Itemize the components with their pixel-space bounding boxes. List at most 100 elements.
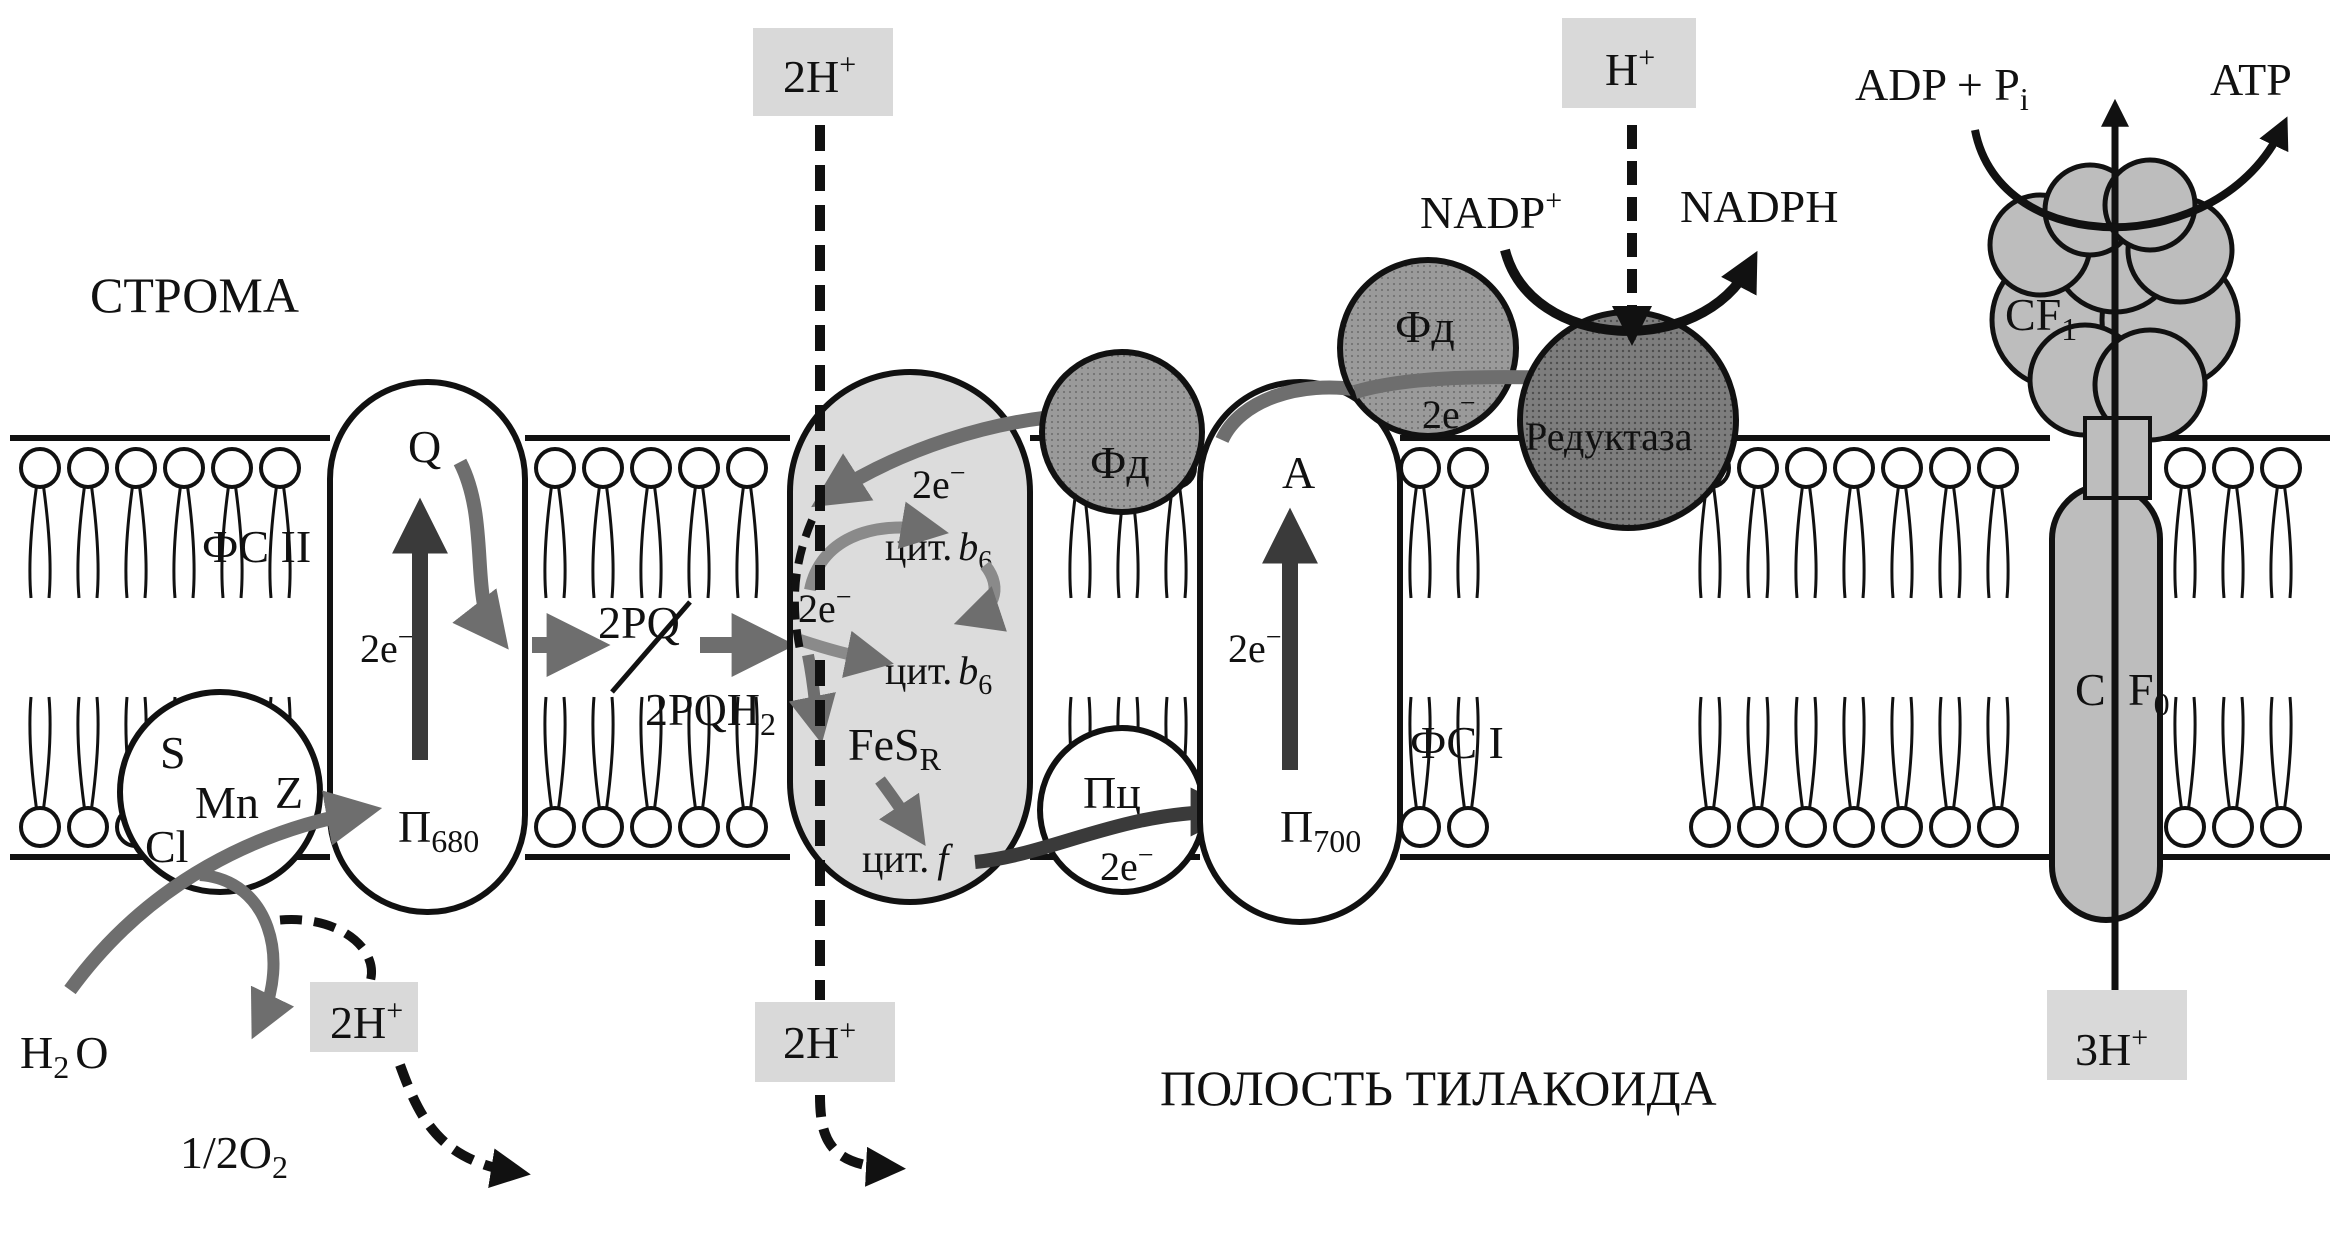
- lipid-tail: [1794, 486, 1804, 599]
- lipid-tail: [268, 486, 278, 599]
- reductase-label: Редуктаза: [1525, 414, 1693, 459]
- lipid-tail: [28, 696, 38, 809]
- oec-mn-label: Mn: [195, 777, 259, 828]
- lipid-tail: [220, 486, 230, 599]
- cyt-cycle-lower-arrow: [798, 630, 894, 678]
- lipid-tail: [701, 486, 711, 599]
- proton-lumen-cyt-label: 2H+: [783, 1014, 856, 1068]
- lipid-tail: [1746, 696, 1756, 809]
- cyt-proton-dash-curve: [790, 518, 816, 651]
- lipid-tail: [735, 486, 745, 599]
- psii-proton-release-arrow: [395, 1063, 531, 1188]
- psi-electrons-label: 2e−: [1228, 622, 1282, 671]
- cf0-c-label: C: [2075, 664, 2106, 715]
- lipid-head: [1833, 806, 1875, 848]
- lipid-tail: [2269, 696, 2279, 809]
- lipid-head: [1881, 447, 1923, 489]
- lipid-head: [19, 447, 61, 489]
- lipid-tail: [591, 486, 601, 599]
- lipid-tail: [2235, 486, 2245, 599]
- psii-label: ФС II: [202, 521, 311, 572]
- lipid-tail: [639, 486, 649, 599]
- lipid-head: [630, 447, 672, 489]
- lipid-head: [1833, 447, 1875, 489]
- lipid-tail: [2283, 696, 2293, 809]
- fes-label: FeSR: [848, 719, 942, 777]
- lipid-tail: [1178, 486, 1188, 599]
- fd-electrons-label: 2e−: [1422, 388, 1476, 437]
- lipid-head: [19, 806, 61, 848]
- atp-synthase: CF1 C F0: [1987, 98, 2241, 995]
- pqh2-label: 2PQH2: [645, 684, 776, 742]
- proton-box-lumen-cyt: [755, 1002, 895, 1082]
- lipid-tail: [2283, 486, 2293, 599]
- nadp-in-label: NADP+: [1420, 184, 1562, 238]
- lipid-tail: [1794, 696, 1804, 809]
- lipid-tail: [2173, 696, 2183, 809]
- lipid-head: [534, 806, 576, 848]
- lipid-head: [2260, 806, 2302, 848]
- cytochrome-b6f-complex: 2e− цит.b6 2e− цит.b6 FeSR цит.f: [787, 369, 1076, 905]
- lipid-tail: [1856, 696, 1866, 809]
- lipid-tail: [1904, 696, 1914, 809]
- psi-a-label: A: [1282, 447, 1315, 498]
- lipid-tail: [1068, 486, 1078, 599]
- lipid-head: [630, 806, 672, 848]
- atp-label: ATP: [2210, 54, 2292, 105]
- fes-to-cytf-arrow: [875, 776, 926, 846]
- lipid-tail: [1712, 696, 1722, 809]
- nadp-reductase: Редуктаза: [1517, 309, 1739, 531]
- lipid-tail: [172, 486, 182, 599]
- pq-label: 2PQ: [598, 597, 680, 648]
- lipid-tail: [2187, 696, 2197, 809]
- cytf-to-p700-arrow: [974, 787, 1240, 869]
- lipid-tail: [42, 486, 52, 599]
- lipid-tail: [1856, 486, 1866, 599]
- lipid-tail: [234, 486, 244, 599]
- lipid-head: [678, 806, 720, 848]
- lipid-tail: [90, 486, 100, 599]
- lipid-tail: [605, 486, 615, 599]
- photosystem-i: A П700 2e− ФС I: [1197, 379, 1504, 925]
- lipid-tail: [639, 696, 649, 809]
- lipid-tail: [1842, 696, 1852, 809]
- lipid-tail: [591, 696, 601, 809]
- lipid-tail: [138, 486, 148, 599]
- lipid-tail: [1408, 696, 1418, 809]
- lipid-tail: [124, 486, 134, 599]
- lipid-tail: [1808, 486, 1818, 599]
- oxygen-label: 1/2O2: [180, 1127, 288, 1185]
- proton-box-psii: [310, 982, 418, 1052]
- stroma-label: СТРОМА: [90, 267, 299, 323]
- proton-box-stroma-cyt: [753, 28, 893, 116]
- psii-q-label: Q: [408, 421, 441, 472]
- lipid-head: [1929, 806, 1971, 848]
- lipid-tail: [1422, 486, 1432, 599]
- lipid-tail: [653, 486, 663, 599]
- lipid-tail: [2235, 696, 2245, 809]
- lipid-tail: [1986, 696, 1996, 809]
- p700-label: П700: [1280, 801, 1361, 859]
- lipid-tail: [76, 486, 86, 599]
- proton-stroma-reductase-label: H+: [1605, 41, 1655, 95]
- cf0-f-label: F0: [2128, 664, 2170, 722]
- fd-membrane-label: Фд: [1090, 437, 1150, 488]
- lipid-head: [1399, 806, 1441, 848]
- atp-formation-arrow: [1971, 116, 2289, 232]
- lipid-head: [2164, 447, 2206, 489]
- lipid-tail: [2173, 486, 2183, 599]
- lipid-head: [1785, 806, 1827, 848]
- lipid-tail: [1842, 486, 1852, 599]
- lipid-tail: [653, 696, 663, 809]
- lipid-tail: [76, 696, 86, 809]
- cyt-b6-lower-label: цит.b6: [885, 648, 992, 701]
- oec-s-label: S: [160, 727, 186, 778]
- pc-label: Пц: [1083, 767, 1141, 818]
- lipid-tail: [1952, 486, 1962, 599]
- lipid-tail: [687, 696, 697, 809]
- lipid-head: [1399, 447, 1441, 489]
- lipid-tail: [2000, 486, 2010, 599]
- lipid-head: [67, 806, 109, 848]
- lipid-head: [1929, 447, 1971, 489]
